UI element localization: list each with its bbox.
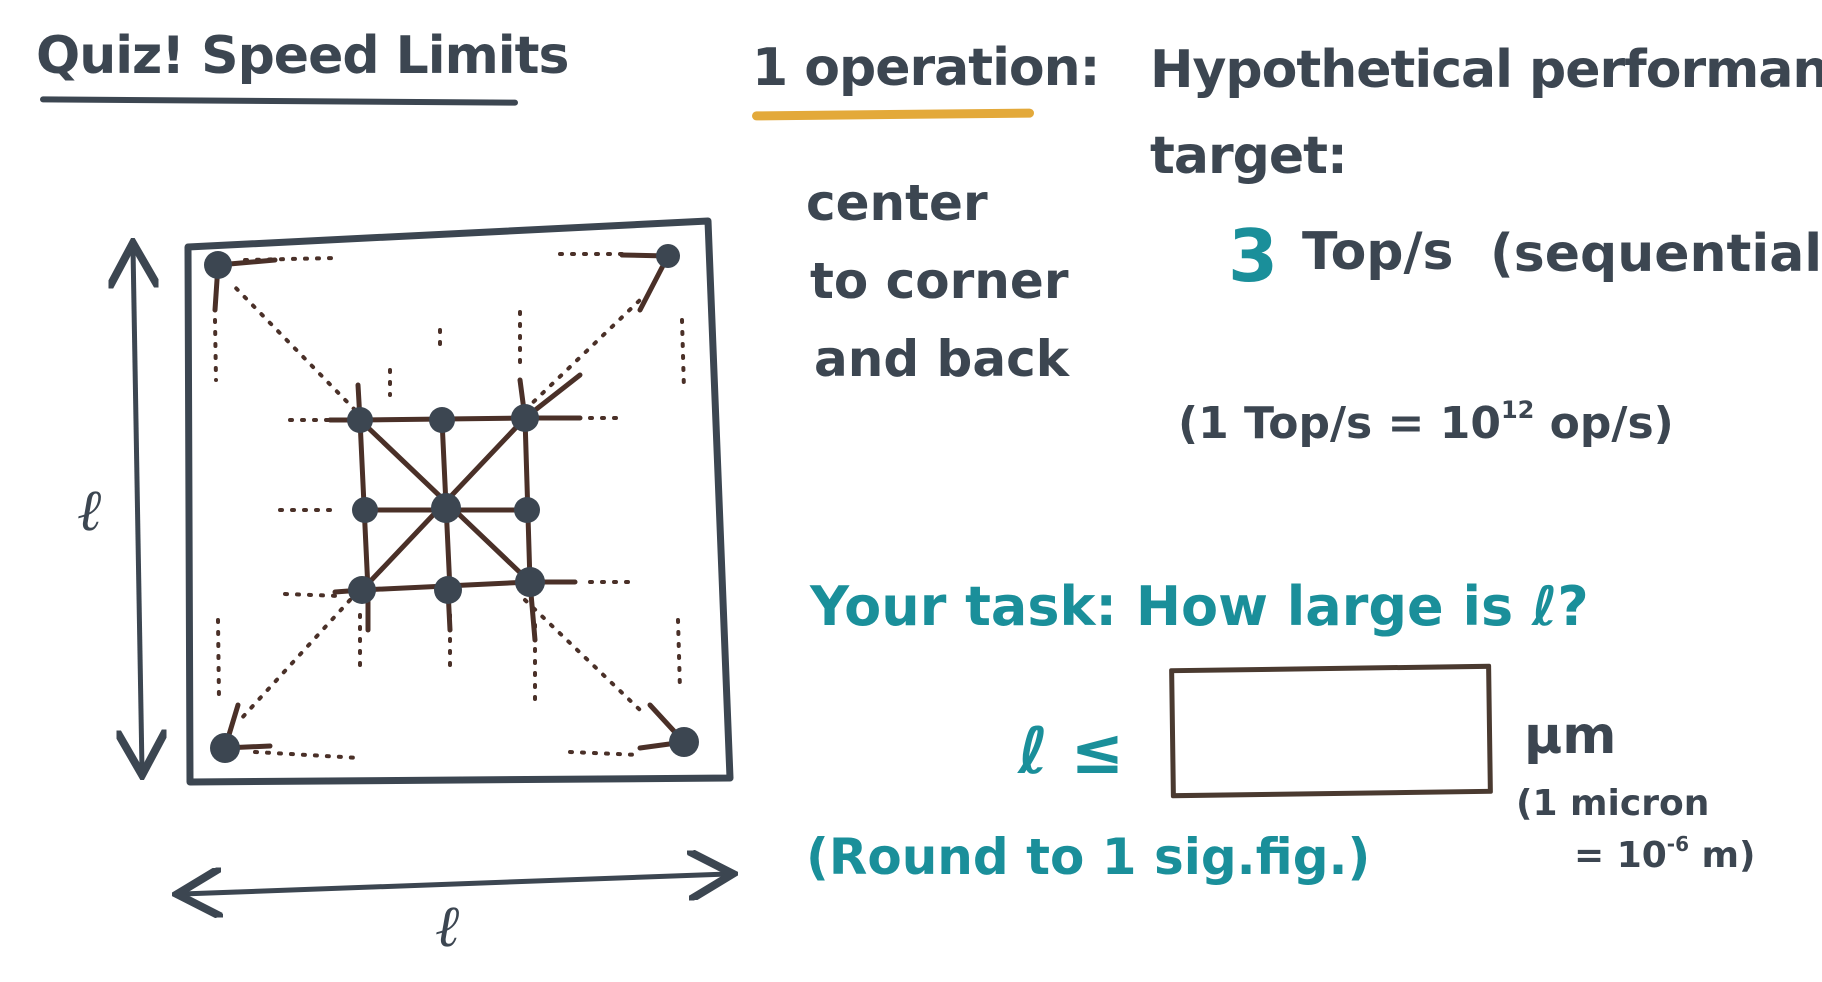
- dotted-radial: [283, 592, 342, 598]
- micron-exponent: -6: [1666, 832, 1690, 856]
- operation-line-2: to corner: [810, 252, 1069, 310]
- dotted-edge: [568, 750, 642, 757]
- micron-note-line-1: (1 micron: [1516, 783, 1710, 824]
- dotted-edge: [676, 618, 682, 692]
- node: [514, 497, 540, 523]
- dotted-edge: [216, 618, 221, 702]
- target-heading-line-2: target:: [1150, 126, 1348, 186]
- side-label-vertical: ℓ: [78, 476, 103, 544]
- vertical-dimension-arrow: [133, 248, 142, 770]
- node: [347, 407, 373, 433]
- dotted-edge: [253, 750, 362, 760]
- task-prompt: Your task: How large is ℓ?: [810, 575, 1589, 638]
- target-qualifier: (sequentially): [1490, 224, 1822, 284]
- dotted-diagonal: [523, 298, 642, 412]
- conversion-suffix: op/s): [1534, 398, 1674, 449]
- node: [204, 251, 232, 279]
- answer-inequality: ℓ ≤: [1018, 715, 1125, 789]
- conversion-prefix: (1 Top/s = 10: [1178, 398, 1501, 449]
- operation-heading: 1 operation:: [752, 38, 1100, 98]
- node: [656, 244, 680, 268]
- dotted-edge: [680, 318, 686, 392]
- node: [669, 727, 699, 757]
- chip-square: [184, 217, 734, 786]
- horizontal-dimension-arrow: [182, 874, 728, 894]
- micron-prefix: = 10: [1574, 835, 1667, 876]
- target-heading-line-1: Hypothetical performance: [1150, 40, 1822, 100]
- operation-line-3: and back: [814, 330, 1069, 388]
- node: [210, 733, 240, 763]
- node: [348, 576, 376, 604]
- node: [515, 567, 545, 597]
- node: [429, 407, 455, 433]
- node: [431, 493, 461, 523]
- side-label-horizontal: ℓ: [436, 892, 461, 960]
- dotted-diagonal: [523, 598, 642, 712]
- node: [511, 404, 539, 432]
- target-unit: Top/s: [1302, 222, 1454, 282]
- answer-unit: μm: [1524, 706, 1617, 766]
- target-value: 3: [1228, 214, 1279, 298]
- dotted-edge: [213, 318, 218, 382]
- rounding-instruction: (Round to 1 sig.fig.): [806, 828, 1371, 886]
- node: [434, 576, 462, 604]
- conversion-exponent: 12: [1500, 396, 1535, 424]
- micron-suffix: m): [1689, 835, 1756, 876]
- dotted-diagonal: [238, 598, 352, 722]
- operation-line-1: center: [806, 174, 988, 232]
- micron-note-line-2: = 10-6 m): [1574, 834, 1756, 874]
- page-title: Quiz! Speed Limits: [36, 26, 569, 86]
- dotted-diagonal: [228, 280, 357, 412]
- node: [352, 497, 378, 523]
- conversion-note: (1 Top/s = 1012 op/s): [1178, 398, 1674, 446]
